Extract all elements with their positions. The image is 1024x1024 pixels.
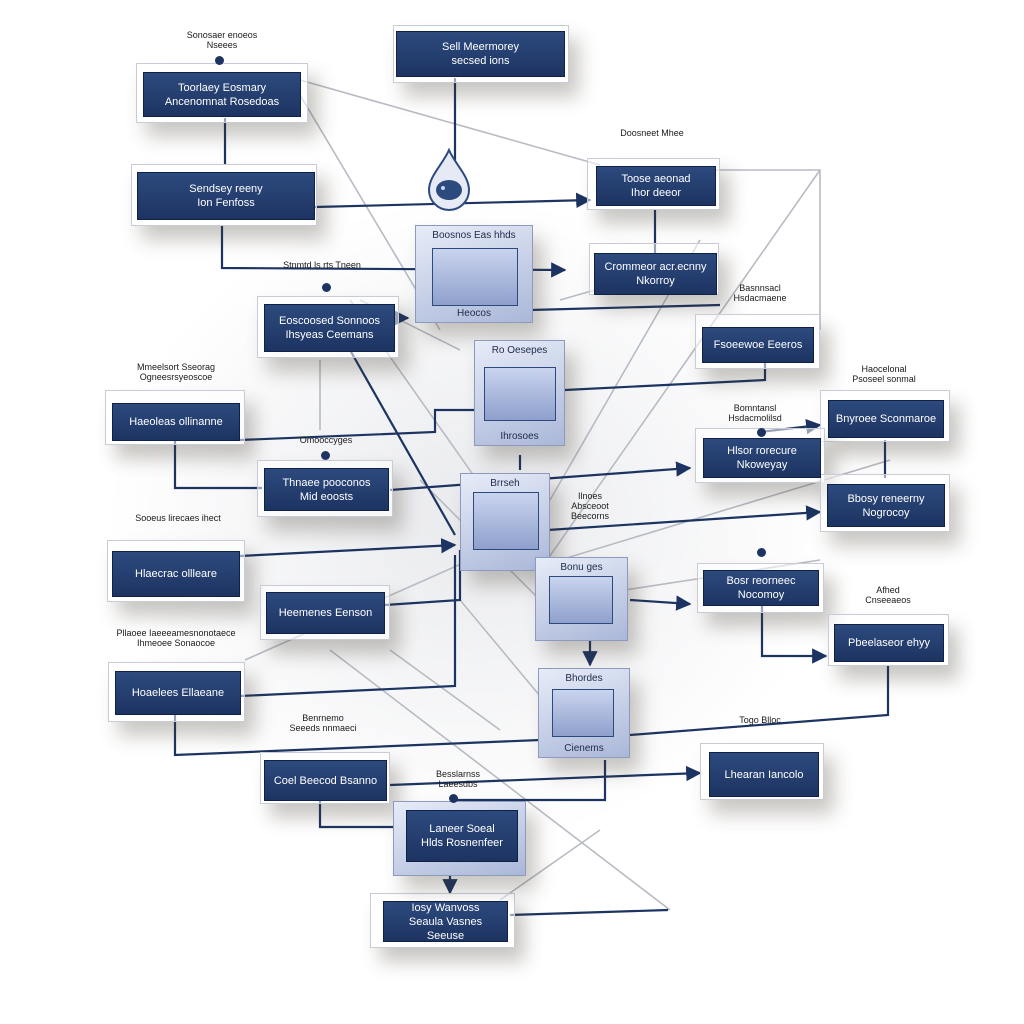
- connector-dot: [215, 56, 224, 65]
- connector-dot: [321, 451, 330, 460]
- node-top-left[interactable]: Toorlaey Eosmary Ancenomnat Rosedoas: [143, 72, 301, 117]
- note-center-b: Besslarnss Laeesdbs: [435, 769, 481, 789]
- connector: [318, 800, 405, 829]
- panel-5-title: Bhordes: [565, 673, 603, 684]
- connector-dot: [449, 794, 458, 803]
- panel-4[interactable]: Bonu ges: [535, 557, 628, 641]
- note-left-e: Benrnemo Seeeds nnmaeci: [289, 713, 357, 733]
- drop-creature-icon: [427, 148, 471, 211]
- note-top-left: Sonosaer enoeos Nseees: [186, 30, 258, 50]
- note-left-c: Sooeus lirecaes ihect: [135, 513, 221, 523]
- connector: [760, 606, 828, 664]
- note-right-d: Afhed Cnseeaeos: [865, 585, 911, 605]
- node-right-8[interactable]: Pbeelaseor ehyy: [834, 624, 944, 662]
- gray-line: [539, 169, 821, 571]
- node-left-6[interactable]: Hlaecrac ollleare: [112, 551, 240, 597]
- node-right-1[interactable]: Toose aeonad Ihor deeor: [596, 166, 716, 206]
- panel-1-footer: Heocos: [457, 308, 491, 319]
- connector: [455, 760, 607, 802]
- note-left-mid: Stnmtd ls rts Tneen: [283, 260, 361, 270]
- node-left-4[interactable]: Haeoleas ollinanne: [112, 403, 240, 441]
- node-left-7[interactable]: Heemenes Eenson: [266, 592, 385, 634]
- connector: [529, 303, 721, 312]
- node-bottom-center[interactable]: Laneer Soeal Hlds Rosnenfeer: [406, 810, 518, 862]
- connector: [349, 349, 456, 536]
- connector: [239, 408, 478, 442]
- note-right-c: Haocelonal Psoseel sonmal: [852, 364, 916, 384]
- creature-icon: [552, 689, 614, 737]
- connector: [629, 595, 692, 611]
- connector: [509, 908, 669, 917]
- connector: [389, 765, 702, 787]
- node-bottom[interactable]: Iosy Wanvoss Seaula Vasnes Seeuse: [383, 901, 508, 942]
- panel-5-footer: Cienems: [564, 743, 604, 754]
- node-right-9[interactable]: Lhearan Iancolo: [709, 752, 819, 797]
- note-left-d: Pllaoee Iaeeeamesnonotaece Ihmeoee Sonao…: [116, 628, 236, 648]
- panel-3-title: Brrseh: [490, 478, 520, 489]
- node-right-7[interactable]: Bosr reorneec Nocomoy: [703, 570, 819, 606]
- node-left-3[interactable]: Eoscoosed Sonnoos Ihsyeas Ceemans: [264, 304, 395, 352]
- gray-line: [299, 79, 601, 166]
- connector: [173, 440, 262, 490]
- connector-dot: [757, 548, 766, 557]
- connector: [547, 505, 822, 532]
- node-left-5[interactable]: Thnaee pooconos Mid eoosts: [264, 468, 389, 511]
- creature-icon: [432, 248, 518, 306]
- connector: [629, 665, 890, 737]
- gray-line: [715, 169, 821, 330]
- note-right-b: Bomntansl Hsdacmolilsd: [728, 403, 782, 423]
- gray-line: [389, 649, 501, 731]
- gray-line: [499, 829, 601, 901]
- node-right-2[interactable]: Crommeor acr.ecnny Nkorroy: [594, 253, 717, 295]
- node-top-center[interactable]: Sell Meermorey secsed ions: [396, 31, 565, 77]
- node-left-8[interactable]: Hoaelees Ellaeane: [115, 671, 241, 715]
- node-left-9[interactable]: Coel Beecod Bsanno: [264, 760, 387, 801]
- panel-3[interactable]: Brrseh: [460, 473, 550, 571]
- connector: [239, 538, 457, 558]
- connector-dot: [757, 428, 766, 437]
- node-right-4[interactable]: Bnyroee Sconmaroe: [828, 400, 944, 438]
- creature-icon: [484, 367, 556, 421]
- node-right-6[interactable]: Bbosy reneerny Nogrocoy: [827, 484, 945, 527]
- connector: [384, 550, 462, 607]
- note-right-e: Togo Blloc: [739, 715, 781, 725]
- note-left-b: Omooccyges: [299, 435, 353, 445]
- connector: [239, 555, 457, 698]
- creature-icon: [549, 576, 613, 624]
- panel-2-title: Ro Oesepes: [491, 345, 548, 356]
- panel-5[interactable]: Bhordes Cienems: [538, 668, 630, 758]
- panel-2-footer: Ihrosoes: [500, 431, 539, 442]
- creature-icon: [473, 492, 539, 550]
- node-right-3[interactable]: Fsoeewoe Eeeros: [702, 327, 814, 363]
- note-center-r: Ilnoes Absceoot Beecorns: [570, 491, 610, 521]
- node-left-2[interactable]: Sendsey reeny Ion Fenfoss: [137, 172, 315, 220]
- connector: [173, 715, 541, 757]
- note-right-mid: Basnnsacl Hsdacmaene: [733, 283, 787, 303]
- note-left-a: Mmeelsort Sseorag Ogneesrsyeoscoe: [136, 362, 216, 382]
- panel-1[interactable]: Boosnos Eas hhds Heocos: [415, 225, 533, 323]
- node-right-5[interactable]: Hlsor rorecure Nkoweyay: [703, 438, 821, 478]
- panel-1-title: Boosnos Eas hhds: [432, 230, 516, 241]
- note-right-top: Doosneet Mhee: [620, 128, 684, 138]
- connector-dot: [322, 283, 331, 292]
- panel-2[interactable]: Ro Oesepes Ihrosoes: [474, 340, 565, 446]
- panel-4-title: Bonu ges: [560, 562, 603, 573]
